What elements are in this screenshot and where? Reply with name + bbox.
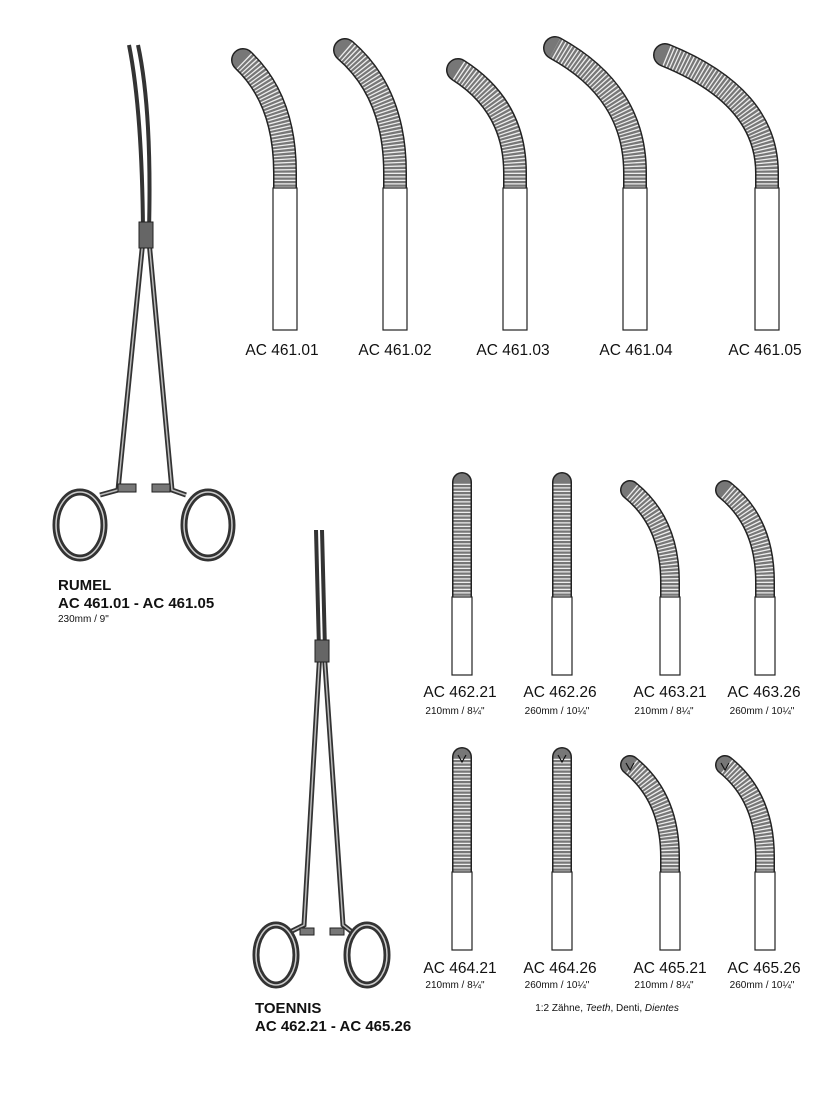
toennis-title: TOENNIS AC 462.21 - AC 465.26 xyxy=(255,1000,411,1036)
product-name: TOENNIS xyxy=(255,1000,322,1017)
code-label: AC 461.04 xyxy=(599,342,673,359)
jaw-tip xyxy=(620,755,681,951)
product-range: AC 461.01 - AC 461.05 xyxy=(58,595,215,612)
size-label: 260mm / 10¼" xyxy=(729,706,795,717)
code-label: AC 464.26 xyxy=(523,960,597,977)
code-label: AC 462.21 xyxy=(423,684,497,701)
jaw-tip xyxy=(620,480,681,676)
size-label: 260mm / 10¼" xyxy=(524,980,590,991)
curved-jaw-tip xyxy=(446,58,528,331)
code-label: AC 461.03 xyxy=(476,342,550,359)
code-label: AC 462.26 xyxy=(523,684,597,701)
code-label: AC 465.21 xyxy=(633,960,707,977)
size-label: 260mm / 10¼" xyxy=(524,706,590,717)
code-label: AC 461.02 xyxy=(358,342,432,359)
jaw-tip xyxy=(451,747,473,951)
rumel-size: 230mm / 9" xyxy=(58,614,109,625)
jaw-tip xyxy=(551,747,573,951)
jaw-tip xyxy=(551,472,573,676)
product-name: RUMEL xyxy=(58,577,112,594)
rumel-forceps xyxy=(52,44,236,562)
code-label: AC 461.01 xyxy=(245,342,319,359)
product-range: AC 462.21 - AC 465.26 xyxy=(255,1018,412,1035)
jaw-tip xyxy=(451,472,473,676)
rumel-title: RUMEL AC 461.01 - AC 461.05 xyxy=(58,577,214,613)
code-label: AC 463.26 xyxy=(727,684,801,701)
code-label: AC 461.05 xyxy=(728,342,802,359)
size-label: 210mm / 8¼" xyxy=(634,706,694,717)
jaw-tip xyxy=(715,755,776,951)
size-label: 210mm / 8¼" xyxy=(425,706,485,717)
code-label: AC 465.26 xyxy=(727,960,801,977)
jaw-tip xyxy=(715,480,776,676)
toennis-forceps xyxy=(252,529,391,989)
code-label: AC 464.21 xyxy=(423,960,497,977)
curved-jaw-tip xyxy=(653,43,780,331)
curved-jaw-tip xyxy=(231,48,298,331)
code-label: AC 463.21 xyxy=(633,684,707,701)
teeth-note: 1:2 Zähne, Teeth, Denti, Dientes xyxy=(535,1003,679,1014)
size-label: 210mm / 8¼" xyxy=(634,980,694,991)
size-label: 210mm / 8¼" xyxy=(425,980,485,991)
size-label: 260mm / 10¼" xyxy=(729,980,795,991)
curved-jaw-tip xyxy=(543,36,648,331)
curved-jaw-tip xyxy=(333,38,408,331)
